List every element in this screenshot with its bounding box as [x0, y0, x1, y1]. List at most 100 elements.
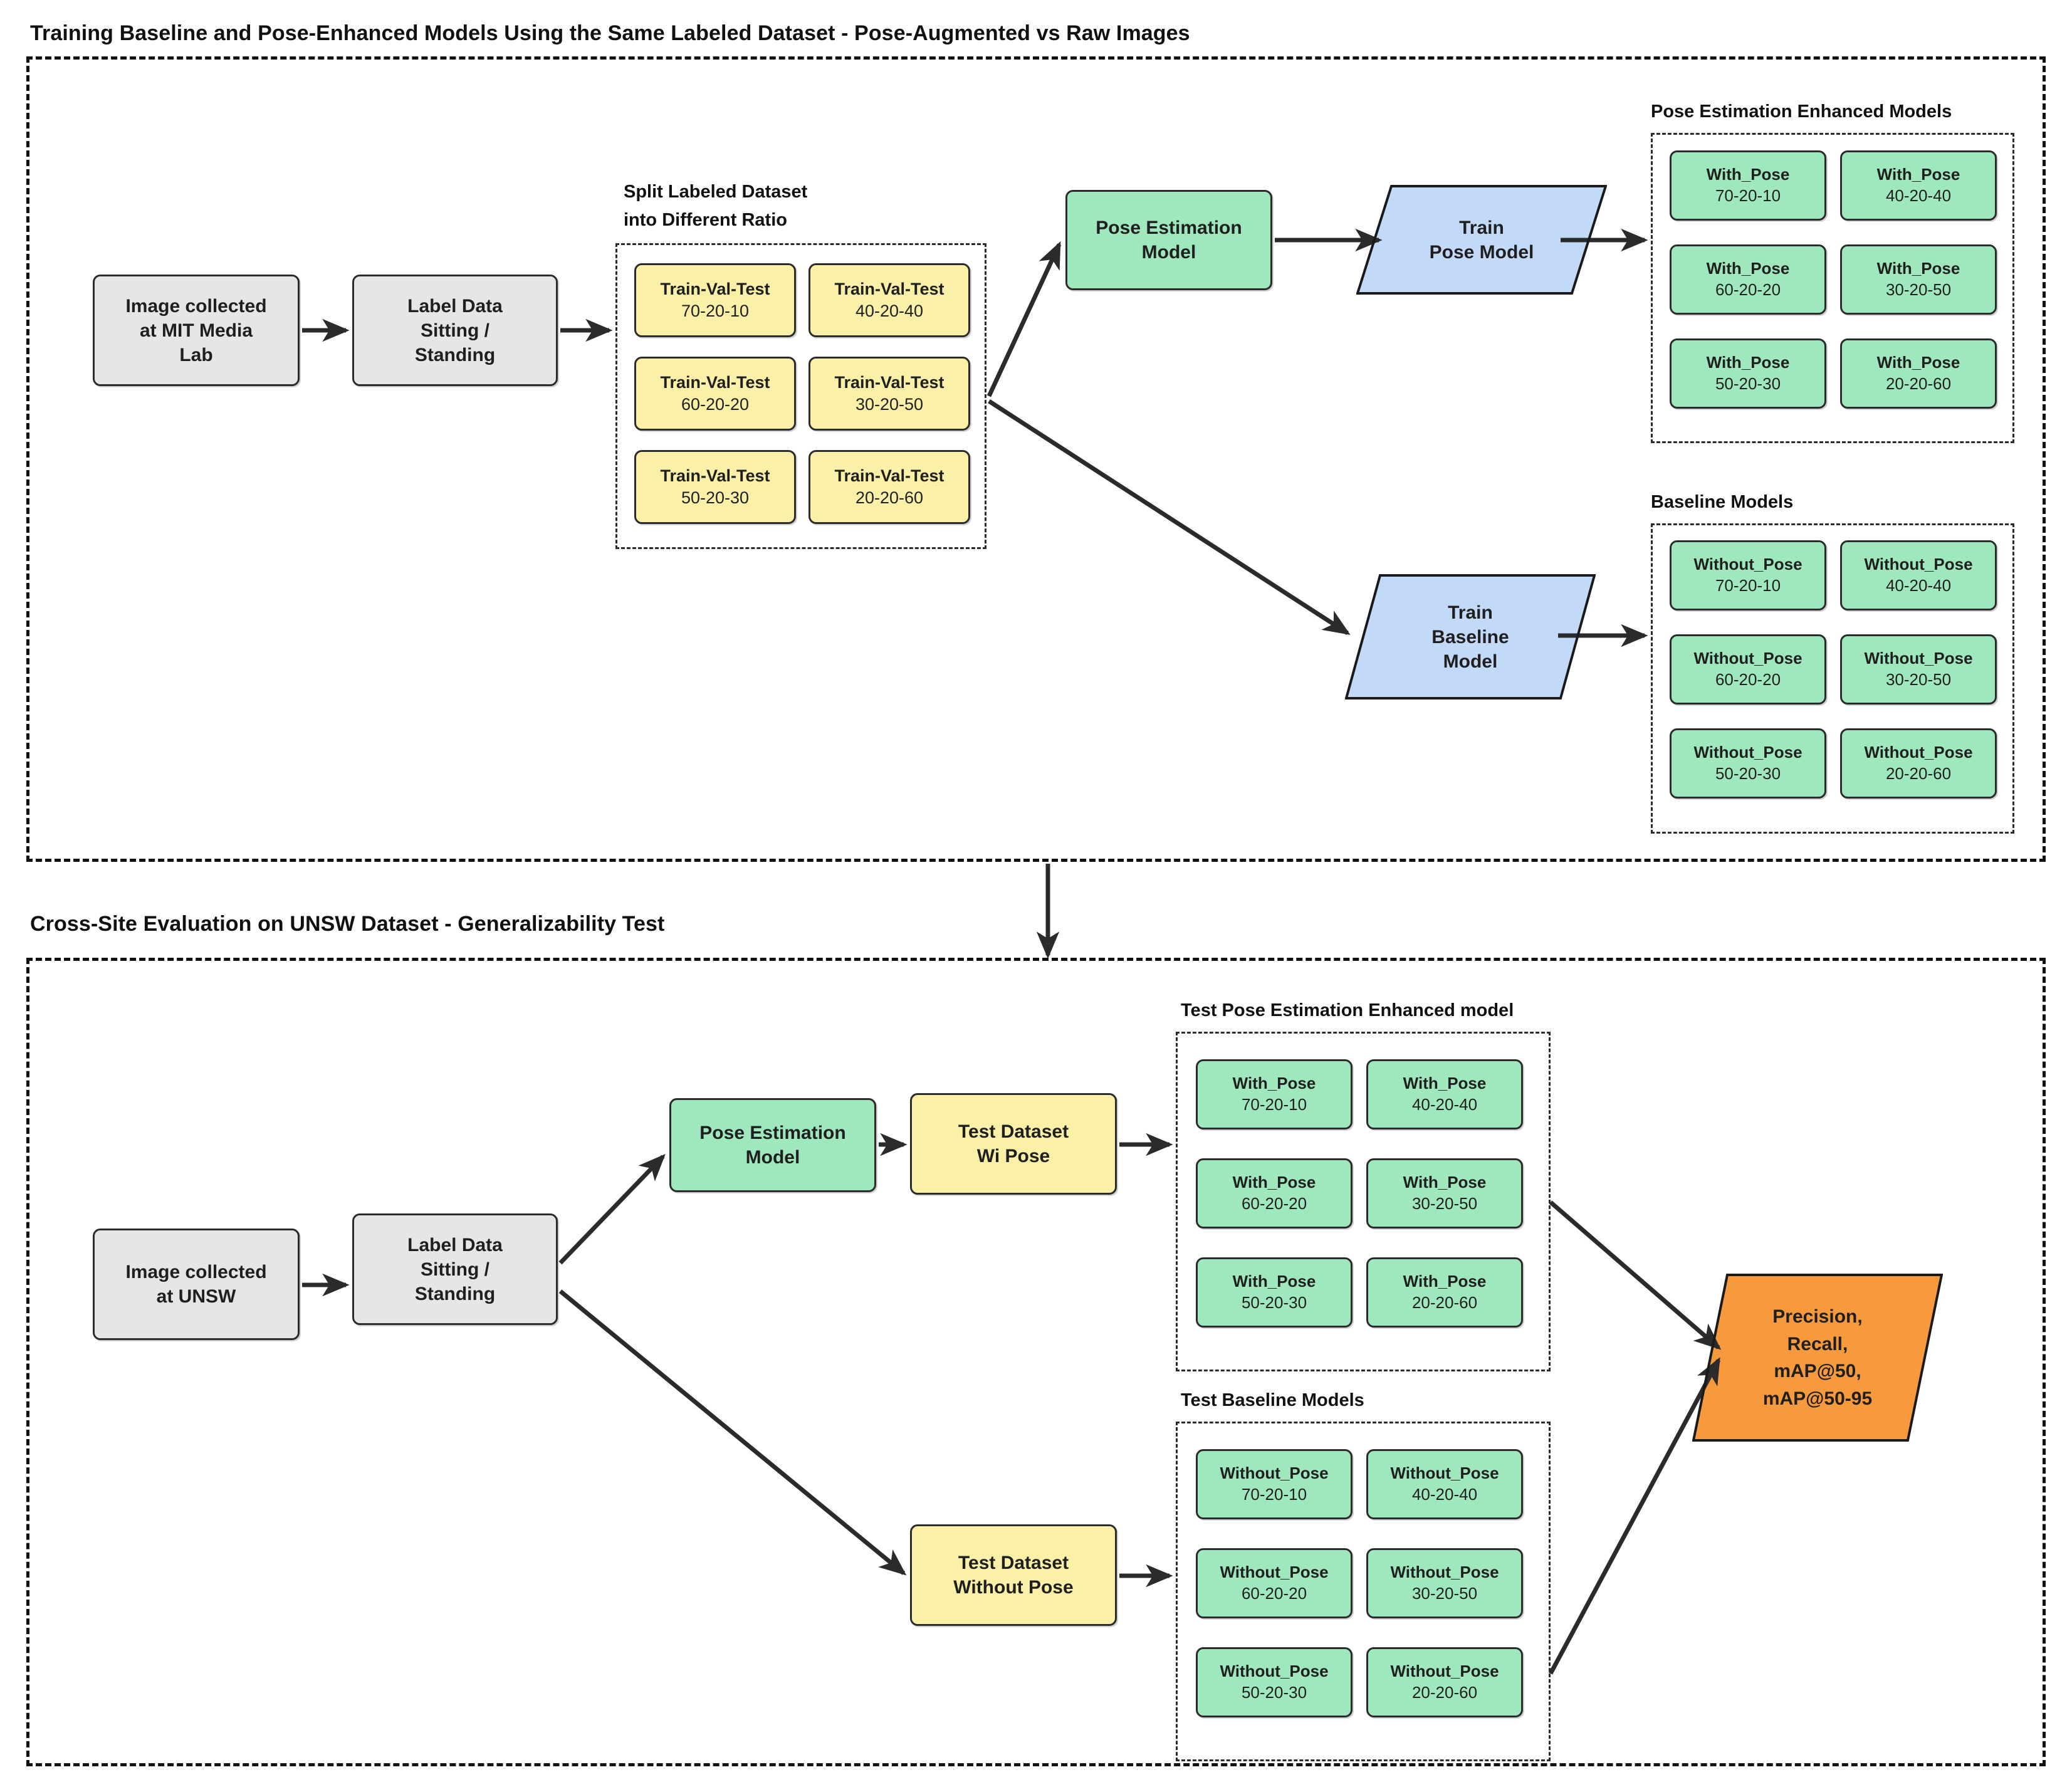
test-with-pose-card[interactable]: With_Pose 70-20-10 [1196, 1059, 1353, 1129]
node-pose-estimation-model-top[interactable]: Pose Estimation Model [1065, 190, 1272, 290]
baseline-group-title: Baseline Models [1651, 492, 1794, 512]
node-line-2: at MIT Media [139, 320, 253, 341]
test-baseline-models-group [1176, 1422, 1551, 1761]
node-line-2: Without Pose [953, 1577, 1074, 1598]
item-name: Without_Pose [1390, 1464, 1499, 1483]
item-ratio: 60-20-20 [1715, 280, 1781, 299]
item-ratio: 50-20-30 [1715, 764, 1781, 783]
split-labeled-dataset-group [615, 243, 986, 549]
item-name: Without_Pose [1864, 743, 1973, 762]
item-name: With_Pose [1232, 1173, 1316, 1192]
without-pose-model-card[interactable]: Without_Pose 20-20-60 [1840, 728, 1997, 799]
item-ratio: 40-20-40 [1411, 1095, 1478, 1114]
top-section-container [26, 56, 2046, 862]
item-name: With_Pose [1876, 259, 1960, 278]
node-test-dataset-wi-pose[interactable]: Test Dataset Wi Pose [910, 1093, 1117, 1195]
node-line-3: Lab [179, 344, 213, 365]
item-ratio: 20-20-60 [1411, 1293, 1478, 1312]
test-without-pose-card[interactable]: Without_Pose 40-20-40 [1366, 1449, 1523, 1519]
arrow-label-to-posemodel [558, 1153, 666, 1265]
node-line-1: Label Data [407, 1234, 503, 1255]
arrow-label-to-testwithout [558, 1289, 907, 1576]
node-line-2: Sitting / [421, 1259, 489, 1280]
node-line-2: at UNSW [156, 1286, 236, 1307]
node-image-collected-mit[interactable]: Image collected at MIT Media Lab [93, 275, 300, 386]
node-line-2: Model [1141, 242, 1196, 263]
item-name: Without_Pose [1220, 1563, 1329, 1582]
arrow-split-to-train-baseline [988, 399, 1351, 636]
item-name: Train-Val-Test [660, 372, 770, 392]
test-with-pose-card[interactable]: With_Pose 60-20-20 [1196, 1158, 1353, 1229]
top-section-title: Training Baseline and Pose-Enhanced Mode… [30, 21, 1190, 45]
bottom-section-title: Cross-Site Evaluation on UNSW Dataset - … [30, 912, 665, 936]
item-ratio: 50-20-30 [1241, 1683, 1307, 1702]
item-ratio: 30-20-50 [1411, 1194, 1478, 1213]
item-ratio: 40-20-40 [1885, 186, 1952, 205]
item-name: With_Pose [1232, 1272, 1316, 1291]
item-ratio: 40-20-40 [1885, 576, 1952, 595]
node-line-1: Pose Estimation [699, 1123, 846, 1143]
node-image-collected-unsw[interactable]: Image collected at UNSW [93, 1229, 300, 1340]
node-line-1: Label Data [407, 295, 503, 317]
item-name: Without_Pose [1390, 1563, 1499, 1582]
item-name: With_Pose [1706, 165, 1790, 184]
without-pose-model-card[interactable]: Without_Pose 40-20-40 [1840, 540, 1997, 610]
arrow-testbaselinegroup-to-metrics [1548, 1357, 1721, 1675]
arrow-split-to-pose-model [986, 241, 1062, 397]
node-test-dataset-without-pose[interactable]: Test Dataset Without Pose [910, 1524, 1117, 1626]
item-name: With_Pose [1706, 259, 1790, 278]
pose-enhanced-models-group [1651, 133, 2014, 443]
item-ratio: 40-20-40 [1411, 1485, 1478, 1504]
item-ratio: 40-20-40 [855, 301, 924, 320]
test-pose-enhanced-group [1176, 1032, 1551, 1371]
pose-enhanced-group-title: Pose Estimation Enhanced Models [1651, 102, 1952, 122]
item-ratio: 20-20-60 [1885, 764, 1952, 783]
test-baseline-group-title: Test Baseline Models [1181, 1390, 1364, 1410]
with-pose-model-card[interactable]: With_Pose 60-20-20 [1670, 244, 1826, 315]
node-line-1: Image collected [125, 1262, 267, 1282]
test-without-pose-card[interactable]: Without_Pose 60-20-20 [1196, 1548, 1353, 1618]
item-ratio: 70-20-10 [1241, 1095, 1307, 1114]
item-name: Without_Pose [1693, 649, 1803, 668]
item-ratio: 60-20-20 [1241, 1584, 1307, 1603]
baseline-models-group [1651, 523, 2014, 834]
item-ratio: 70-20-10 [681, 301, 750, 320]
item-ratio: 50-20-30 [1715, 374, 1781, 393]
node-line-3: Standing [414, 1283, 496, 1304]
node-label-data-mit[interactable]: Label Data Sitting / Standing [352, 275, 558, 386]
node-label-data-unsw[interactable]: Label Data Sitting / Standing [352, 1213, 558, 1325]
item-ratio: 20-20-60 [1885, 374, 1952, 393]
with-pose-model-card[interactable]: With_Pose 40-20-40 [1840, 150, 1997, 221]
item-name: With_Pose [1876, 165, 1960, 184]
item-name: Without_Pose [1864, 555, 1973, 574]
node-pose-estimation-model-bottom[interactable]: Pose Estimation Model [669, 1098, 876, 1192]
item-name: With_Pose [1232, 1074, 1316, 1093]
item-name: Train-Val-Test [660, 466, 770, 485]
item-ratio: 60-20-20 [1241, 1194, 1307, 1213]
item-ratio: 30-20-50 [855, 395, 924, 414]
